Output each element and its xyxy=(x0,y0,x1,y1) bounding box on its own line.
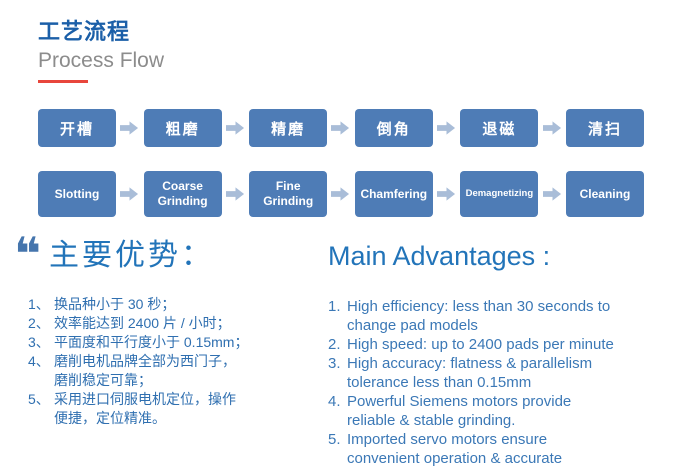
arrow-right-icon xyxy=(542,121,561,135)
list-item: 3、 平面度和平行度小于 0.15mm； xyxy=(28,333,322,352)
list-item-text: 效率能达到 2400 片 / 小时； xyxy=(54,315,231,331)
list-item-text: 便捷，定位精准。 xyxy=(54,410,166,426)
advantages-list-en: 1. High efficiency: less than 30 seconds… xyxy=(328,297,673,468)
list-item: 5. Imported servo motors ensure convenien… xyxy=(328,430,673,468)
flow-step-slotting-zh: 开槽 xyxy=(38,109,116,147)
page-header: 工艺流程 Process Flow xyxy=(0,0,681,83)
list-item: 4、 磨削电机品牌全部为西门子， 磨削稳定可靠； xyxy=(28,352,322,390)
list-item-text: High efficiency: less than 30 seconds to xyxy=(347,298,611,315)
flow-step-fine-grinding-zh: 精磨 xyxy=(249,109,328,147)
flow-step-chamfering-en: Chamfering xyxy=(354,171,433,217)
list-item-text: 磨削稳定可靠； xyxy=(54,372,152,388)
list-item-number: 1、 xyxy=(28,296,50,312)
list-item: 4. Powerful Siemens motors provide reliab… xyxy=(328,392,673,430)
advantages-list-zh: 1、 换品种小于 30 秒； 2、 效率能达到 2400 片 / 小时； 3、 … xyxy=(14,295,322,428)
list-item-text: convenient operation & accurate xyxy=(347,450,563,467)
flow-step-cleaning-zh: 清扫 xyxy=(565,109,644,147)
list-item-number: 4、 xyxy=(28,353,50,369)
list-item-number: 1. xyxy=(328,298,341,315)
process-flow-row-zh: 开槽 粗磨 精磨 倒角 退磁 清扫 xyxy=(38,109,644,147)
list-item: 2. High speed: up to 2400 pads per minut… xyxy=(328,335,673,354)
arrow-right-icon xyxy=(437,121,456,135)
list-item: 2、 效率能达到 2400 片 / 小时； xyxy=(28,314,322,333)
flow-step-demagnetizing-zh: 退磁 xyxy=(460,109,539,147)
advantages-heading-zh: 主要优势： xyxy=(49,239,214,272)
flow-step-coarse-grinding-zh: 粗磨 xyxy=(143,109,222,147)
list-item: 5、 采用进口伺服电机定位，操作便捷，定位精准。 xyxy=(28,390,322,428)
list-item: 1、 换品种小于 30 秒； xyxy=(28,295,322,314)
arrow-right-icon xyxy=(437,187,456,201)
arrow-right-icon xyxy=(331,187,350,201)
advantages-heading-en: Main Advantages : xyxy=(328,241,551,271)
list-item-text: reliable & stable grinding. xyxy=(347,412,516,429)
quote-icon: ❝ xyxy=(14,227,41,281)
list-item: 3. High accuracy: flatness & parallelism… xyxy=(328,354,673,392)
list-item-number: 5、 xyxy=(28,391,50,407)
list-item-number: 4. xyxy=(328,393,341,410)
list-item-text: 平面度和平行度小于 0.15mm； xyxy=(54,334,249,350)
advantages-column-en: Main Advantages : 1. High efficiency: le… xyxy=(322,231,681,468)
flow-step-chamfering-zh: 倒角 xyxy=(354,109,433,147)
list-item-text: Imported servo motors ensure xyxy=(347,431,548,448)
flow-step-cleaning-en: Cleaning xyxy=(565,171,644,217)
list-item-text: 换品种小于 30 秒； xyxy=(54,296,176,312)
page-title-zh: 工艺流程 xyxy=(38,19,131,44)
list-item-number: 2. xyxy=(328,336,341,353)
list-item-text: 采用进口伺服电机定位，操作 xyxy=(54,391,236,407)
list-item-text: 磨削电机品牌全部为西门子， xyxy=(54,353,236,369)
flow-step-slotting-en: Slotting xyxy=(38,171,116,217)
list-item-text: High accuracy: flatness & parallelism xyxy=(347,355,593,372)
arrow-right-icon xyxy=(542,187,561,201)
list-item-text: Powerful Siemens motors provide xyxy=(347,393,572,410)
list-item-number: 3、 xyxy=(28,334,50,350)
list-item-text: change pad models xyxy=(347,317,478,334)
list-item: 1. High efficiency: less than 30 seconds… xyxy=(328,297,673,335)
list-item-text: High speed: up to 2400 pads per minute xyxy=(347,336,614,353)
advantages-heading-row-zh: ❝ 主要优势： xyxy=(14,231,322,289)
advantages-section: ❝ 主要优势： 1、 换品种小于 30 秒； 2、 效率能达到 2400 片 /… xyxy=(0,231,681,468)
list-item-number: 5. xyxy=(328,431,341,448)
advantages-column-zh: ❝ 主要优势： 1、 换品种小于 30 秒； 2、 效率能达到 2400 片 /… xyxy=(0,231,322,468)
arrow-right-icon xyxy=(120,121,139,135)
list-item-text: tolerance less than 0.15mm xyxy=(347,374,532,391)
flow-step-demagnetizing-en: Demagnetizing xyxy=(460,171,539,217)
arrow-right-icon xyxy=(120,187,139,201)
flow-step-fine-grinding-en: Fine Grinding xyxy=(249,171,328,217)
arrow-right-icon xyxy=(225,121,244,135)
title-underline xyxy=(38,80,88,83)
flow-step-coarse-grinding-en: Coarse Grinding xyxy=(143,171,222,217)
page-title-en: Process Flow xyxy=(38,49,165,72)
arrow-right-icon xyxy=(331,121,350,135)
list-item-number: 3. xyxy=(328,355,341,372)
list-item-number: 2、 xyxy=(28,315,50,331)
arrow-right-icon xyxy=(225,187,244,201)
process-flow-row-en: Slotting Coarse Grinding Fine Grinding C… xyxy=(38,171,644,217)
